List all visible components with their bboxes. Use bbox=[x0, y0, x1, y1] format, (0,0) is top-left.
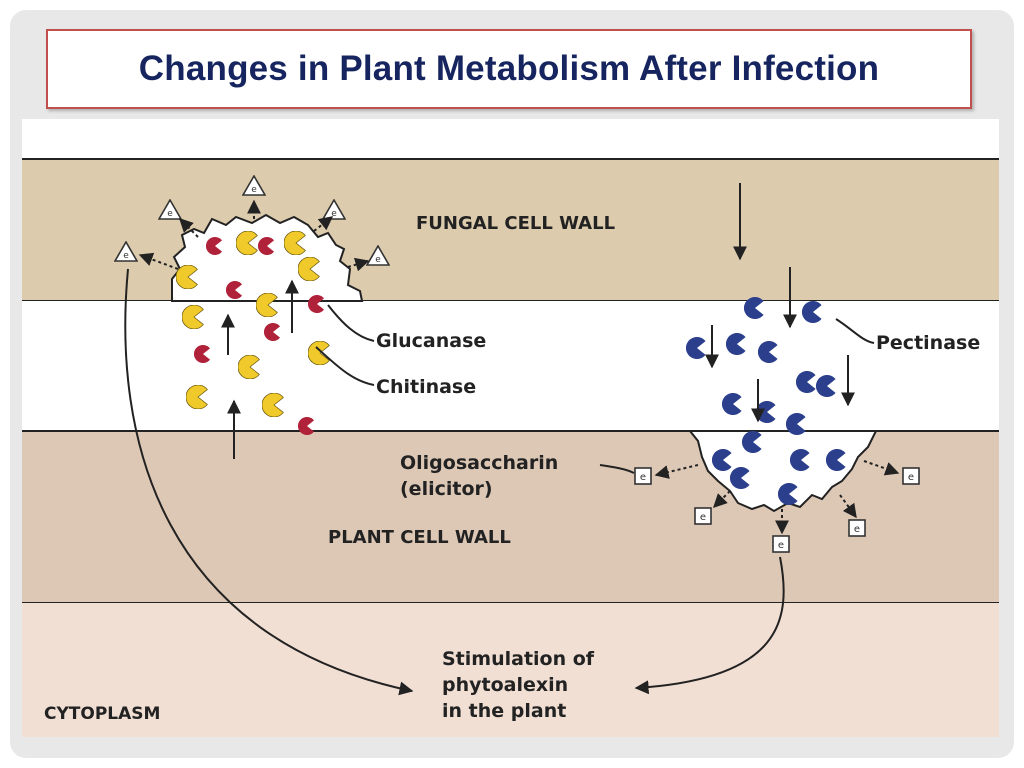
label-stimulation-2: phytoalexin bbox=[442, 674, 568, 696]
label-stimulation-1: Stimulation of bbox=[442, 648, 595, 670]
elicitor-square-icon bbox=[902, 467, 920, 485]
slide-title: Changes in Plant Metabolism After Infect… bbox=[138, 49, 880, 88]
label-plant-cell-wall: PLANT CELL WALL bbox=[328, 527, 511, 548]
elicitor-dotted-arrows bbox=[138, 199, 370, 272]
label-oligosaccharin: Oligosaccharin bbox=[400, 452, 558, 474]
cytoplasm-band bbox=[22, 603, 999, 737]
label-elicitor: (elicitor) bbox=[400, 478, 493, 500]
elicitor-square-icon bbox=[772, 535, 790, 553]
plasma-gap-band bbox=[22, 301, 999, 431]
metabolism-diagram: e e bbox=[22, 119, 999, 737]
penetration-arrows bbox=[221, 183, 855, 459]
title-box: Changes in Plant Metabolism After Infect… bbox=[46, 29, 972, 109]
label-chitinase: Chitinase bbox=[376, 376, 476, 398]
label-fungal-cell-wall: FUNGAL CELL WALL bbox=[416, 213, 615, 234]
label-leader-lines bbox=[315, 304, 875, 474]
elicitor-square-arrows bbox=[654, 460, 900, 535]
stimulation-arrow-left bbox=[124, 268, 414, 696]
elicitor-square-icon bbox=[694, 507, 712, 525]
elicitor-square-icon bbox=[848, 519, 866, 537]
label-cytoplasm: CYTOPLASM bbox=[44, 704, 160, 724]
label-stimulation-3: in the plant bbox=[442, 700, 566, 722]
label-pectinase: Pectinase bbox=[876, 332, 980, 354]
stimulation-arrow-right bbox=[634, 556, 785, 695]
elicitor-square-icon bbox=[634, 467, 652, 485]
label-glucanase: Glucanase bbox=[376, 330, 486, 352]
figure-white-top bbox=[22, 119, 999, 159]
